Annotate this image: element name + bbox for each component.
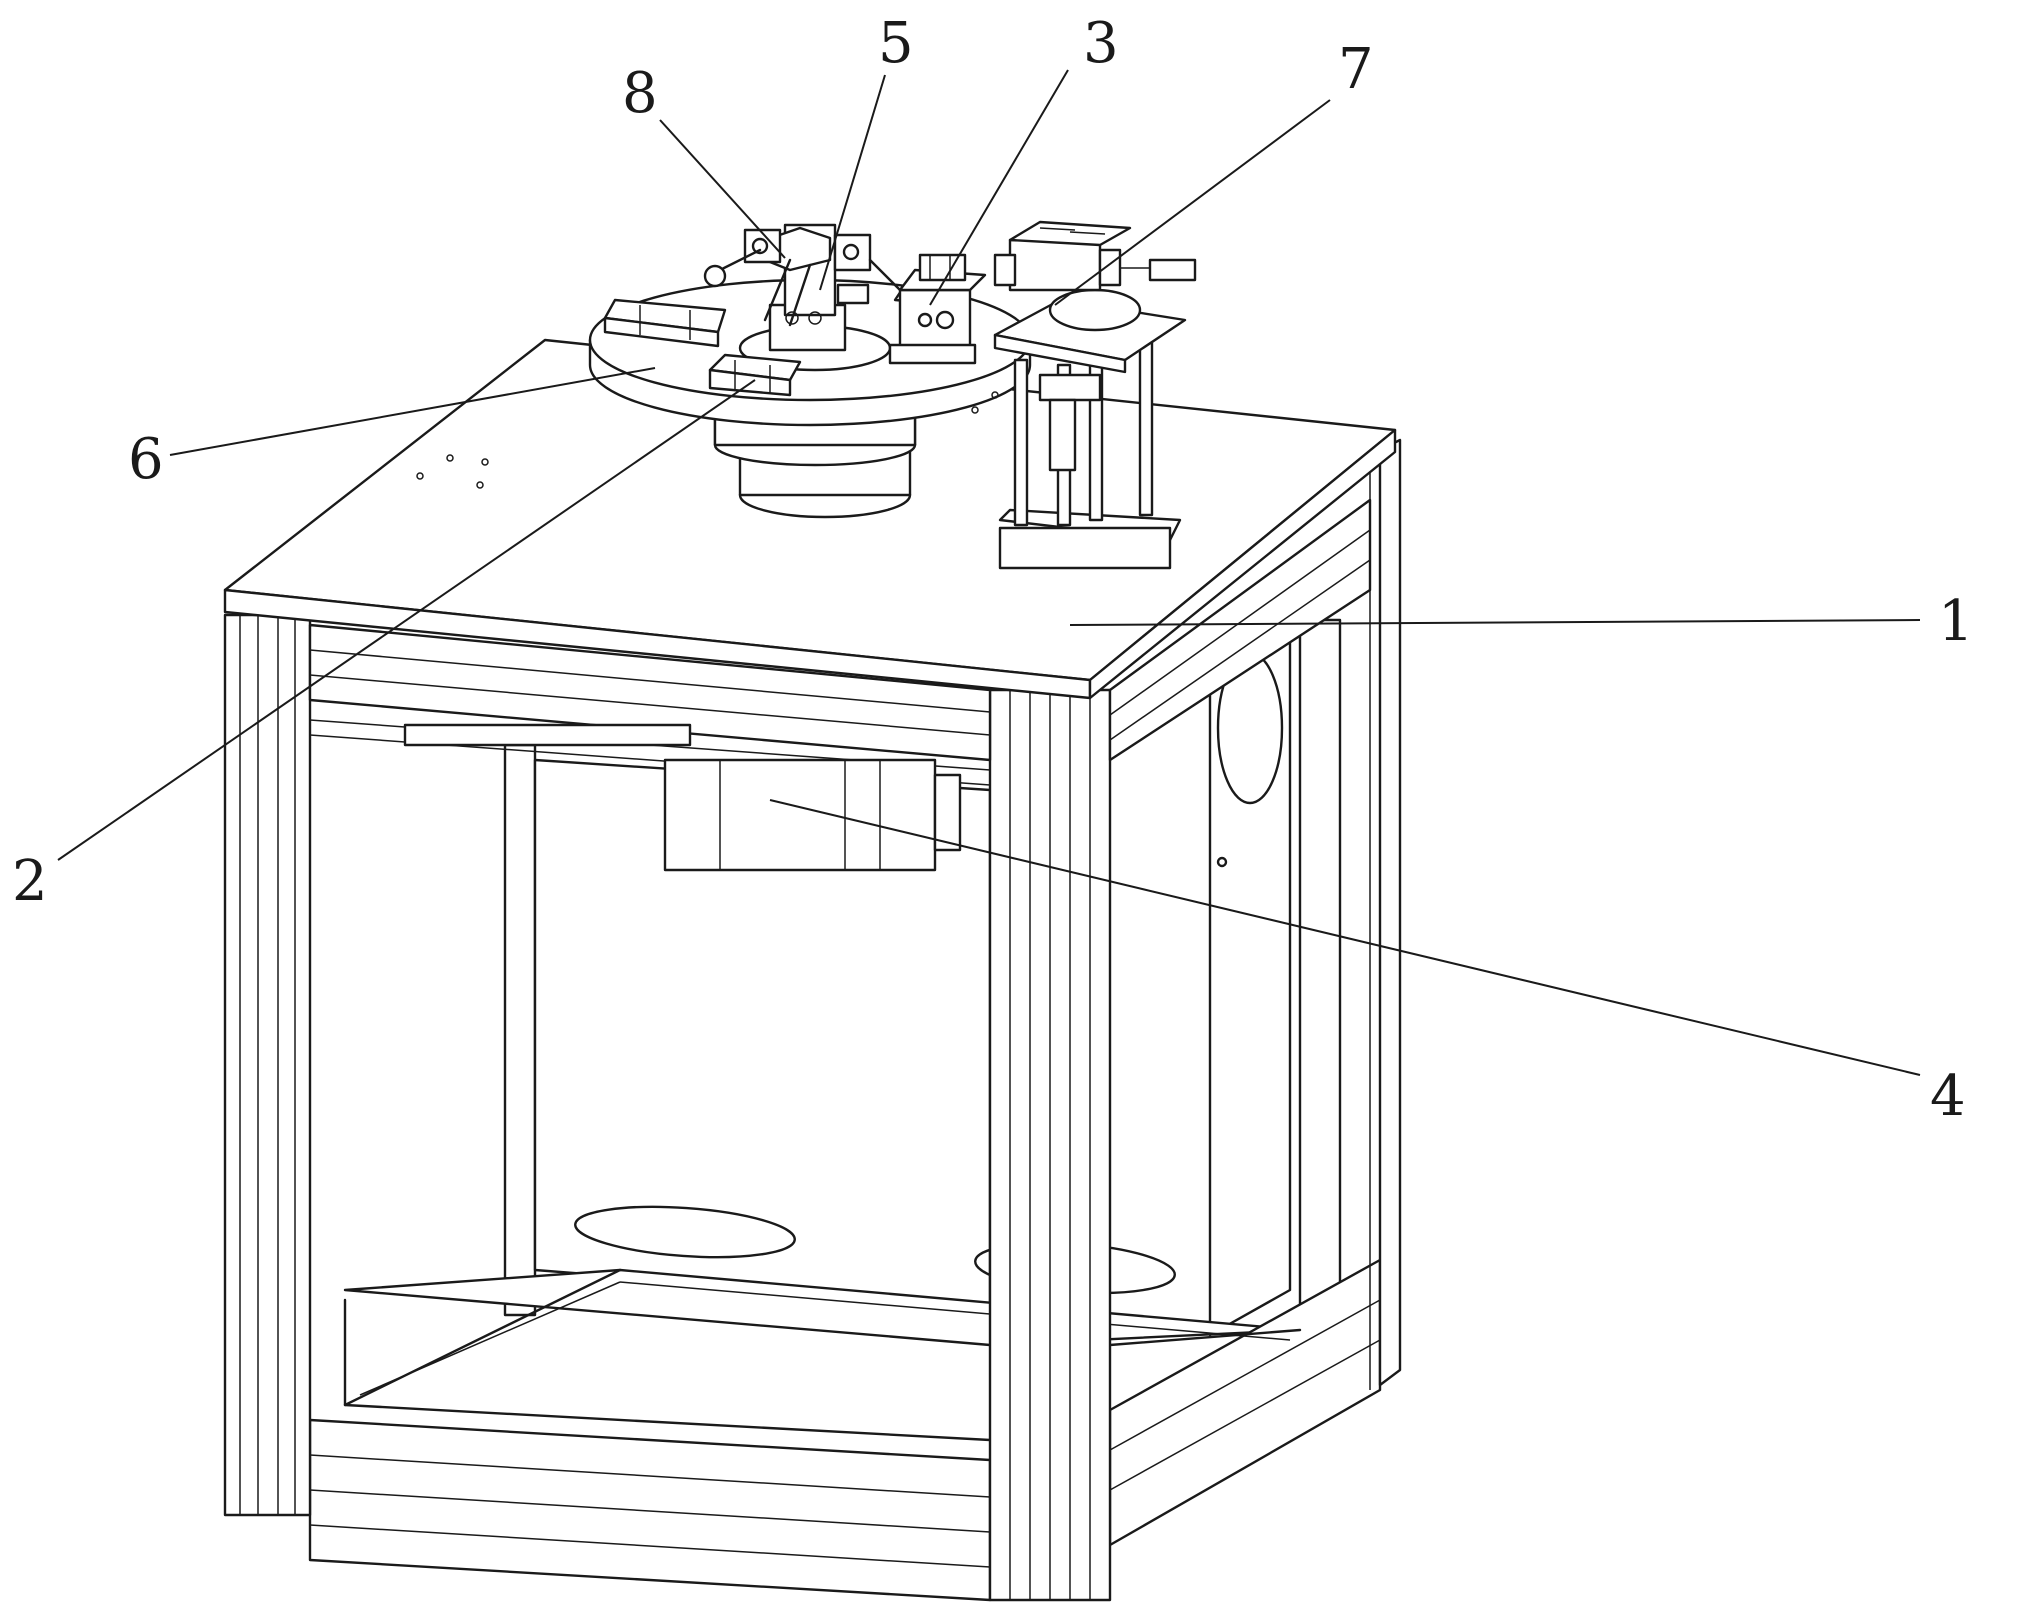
leader-lines xyxy=(57,69,1921,1076)
frame-cabinet xyxy=(223,438,1402,1602)
far-right-post xyxy=(1378,438,1402,1387)
gripper-unit xyxy=(888,253,987,365)
callout-2: 2 xyxy=(12,849,48,914)
bottom-rail-front xyxy=(308,1418,992,1602)
callout-7: 7 xyxy=(1338,37,1374,102)
leader-1 xyxy=(1069,619,1921,626)
callout-1: 1 xyxy=(1938,589,1974,654)
front-left-post xyxy=(223,613,312,1517)
leader-8 xyxy=(659,119,786,259)
leader-7 xyxy=(1054,99,1331,306)
leader-2 xyxy=(57,379,756,861)
slider-front xyxy=(708,353,802,397)
leader-3 xyxy=(929,69,1069,306)
slider-left xyxy=(603,298,727,348)
cylinder-stand xyxy=(993,220,1197,570)
motor-under-table xyxy=(403,723,962,872)
side-panel xyxy=(1208,638,1292,1337)
callout-6: 6 xyxy=(128,427,164,492)
leader-6 xyxy=(169,367,656,456)
leader-5 xyxy=(819,74,886,291)
callout-8: 8 xyxy=(622,61,658,126)
callout-5: 5 xyxy=(878,11,914,76)
panel-slot-left xyxy=(574,1205,796,1259)
callout-4: 4 xyxy=(1930,1064,1966,1129)
callout-3: 3 xyxy=(1083,11,1119,76)
clamp-mechanism xyxy=(703,223,902,352)
leader-4 xyxy=(769,799,1921,1076)
callout-labels: 1 2 3 4 5 6 7 8 xyxy=(12,11,1974,1129)
